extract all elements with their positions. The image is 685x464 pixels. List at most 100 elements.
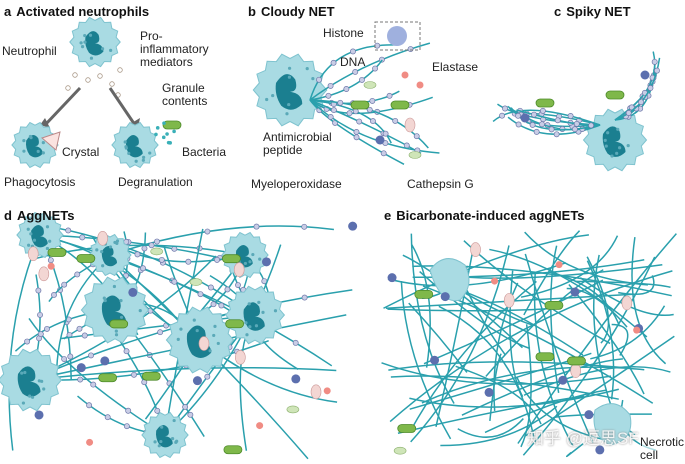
dna-fiber: [631, 237, 667, 365]
bacteria-icon: [47, 248, 67, 257]
dna-fiber: [618, 275, 655, 295]
histone-bead: [148, 242, 155, 249]
histone-bead: [125, 407, 132, 414]
histone-bead: [625, 110, 632, 116]
dna-fiber: [39, 234, 333, 367]
histone-bead: [104, 414, 111, 421]
histone-bead: [515, 121, 522, 128]
histone-bead: [647, 85, 654, 91]
histone-bead: [134, 251, 141, 258]
antimicrobial-peptide-marker: [198, 336, 210, 351]
histone-bead: [182, 403, 189, 410]
histone-bead: [327, 82, 334, 89]
aggnet-cell-granule: [30, 395, 35, 399]
cathepsin-g-marker: [189, 278, 203, 286]
bacteria-icon: [141, 371, 161, 381]
bacteria-icon: [225, 319, 245, 329]
aggnet-cell-nucleus: [101, 245, 117, 267]
antimicrobial-peptide-marker: [310, 384, 322, 400]
aggnet-cell-granule: [153, 440, 157, 444]
cathepsin-g-marker: [286, 405, 300, 414]
aggnet-cell-granule: [261, 310, 265, 314]
histone-bead: [353, 134, 360, 141]
antimicrobial-peptide-marker: [27, 246, 39, 262]
histone-bead: [77, 376, 84, 383]
histone-bead: [154, 407, 161, 414]
elastase-marker: [633, 326, 641, 334]
histone-bead: [369, 97, 376, 104]
cloudy-net-cell-granule: [287, 75, 292, 79]
histone-bead: [529, 121, 536, 128]
aggnet-cell-granule: [45, 246, 50, 251]
cathepsin-g-marker: [150, 247, 163, 256]
histone-bead: [539, 121, 545, 128]
elastase-marker: [86, 438, 94, 446]
histone-bead: [539, 107, 546, 114]
bacteria-icon: [76, 254, 96, 263]
antimicrobial-peptide-marker: [470, 242, 481, 257]
dna-fiber: [516, 109, 601, 127]
histone-bead: [346, 110, 353, 117]
aggnet-cell-granule: [119, 315, 124, 319]
bacteria-icon: [162, 120, 182, 130]
myeloperoxidase-marker: [128, 287, 138, 297]
aggnet-cell-granule: [247, 302, 251, 306]
histone-bead: [392, 117, 399, 124]
histone-bead: [533, 128, 540, 135]
histone-bead: [123, 423, 130, 430]
granule-content-dot: [165, 132, 169, 136]
myeloperoxidase-marker: [640, 70, 650, 80]
aggnet-cell-granule: [170, 436, 175, 441]
bacteria-icon: [567, 356, 586, 366]
histone-bead: [79, 234, 86, 241]
arrow-phagocytosis: [43, 86, 82, 127]
histone-bead: [158, 256, 165, 263]
aggnet-cell-granule: [192, 318, 196, 322]
dna-fiber: [590, 305, 666, 360]
dna-fiber: [455, 365, 542, 425]
aggnet-cell-granule: [28, 394, 32, 398]
bacteria-icon: [98, 373, 118, 383]
histone-bead: [651, 58, 658, 65]
bacteria-icon: [350, 100, 370, 110]
dna-fiber: [381, 362, 612, 385]
aggnet-cell-granule: [176, 337, 180, 341]
necrotic-cell-icon: [593, 403, 632, 446]
bacteria-icon: [535, 98, 555, 108]
dna-fiber: [457, 418, 524, 438]
aggnet-cell-granule: [244, 321, 248, 325]
histone-bead: [571, 126, 578, 133]
cloudy-net-cell-granule: [271, 93, 275, 98]
degranulating-cell-granule: [141, 158, 145, 162]
histone-icon: [387, 26, 407, 46]
spiky-net-cell-granule: [615, 151, 619, 155]
phagocytic-cell-granule: [41, 140, 45, 145]
aggnet-cell-granule: [273, 309, 278, 313]
aggnet-cell-granule: [102, 296, 106, 300]
degranulating-cell-granule: [123, 140, 127, 144]
histone-bead: [235, 282, 241, 288]
mediator-dot: [97, 73, 103, 79]
aggnet-cell-granule: [157, 444, 161, 448]
dna-fiber: [507, 116, 601, 135]
aggnet-cell-granule: [115, 241, 119, 245]
dna-fiber: [408, 302, 468, 373]
dna-fiber: [385, 293, 634, 309]
spiky-net-cell-granule: [618, 146, 622, 150]
histone-bead: [352, 108, 359, 115]
aggnet-cell-granule: [208, 349, 212, 353]
antimicrobial-peptide-marker: [621, 295, 633, 311]
histone-bead: [353, 128, 360, 135]
elastase-marker: [47, 262, 55, 270]
cloudy-net-cell-granule: [311, 76, 315, 81]
elastase-marker: [323, 387, 331, 395]
aggnet-cell-granule: [114, 333, 119, 337]
dna-fiber: [410, 245, 510, 443]
aggnet-cell-granule: [257, 300, 261, 304]
dna-fiber: [568, 284, 645, 395]
histone-bead: [67, 353, 74, 360]
bacteria-icon: [605, 90, 625, 100]
